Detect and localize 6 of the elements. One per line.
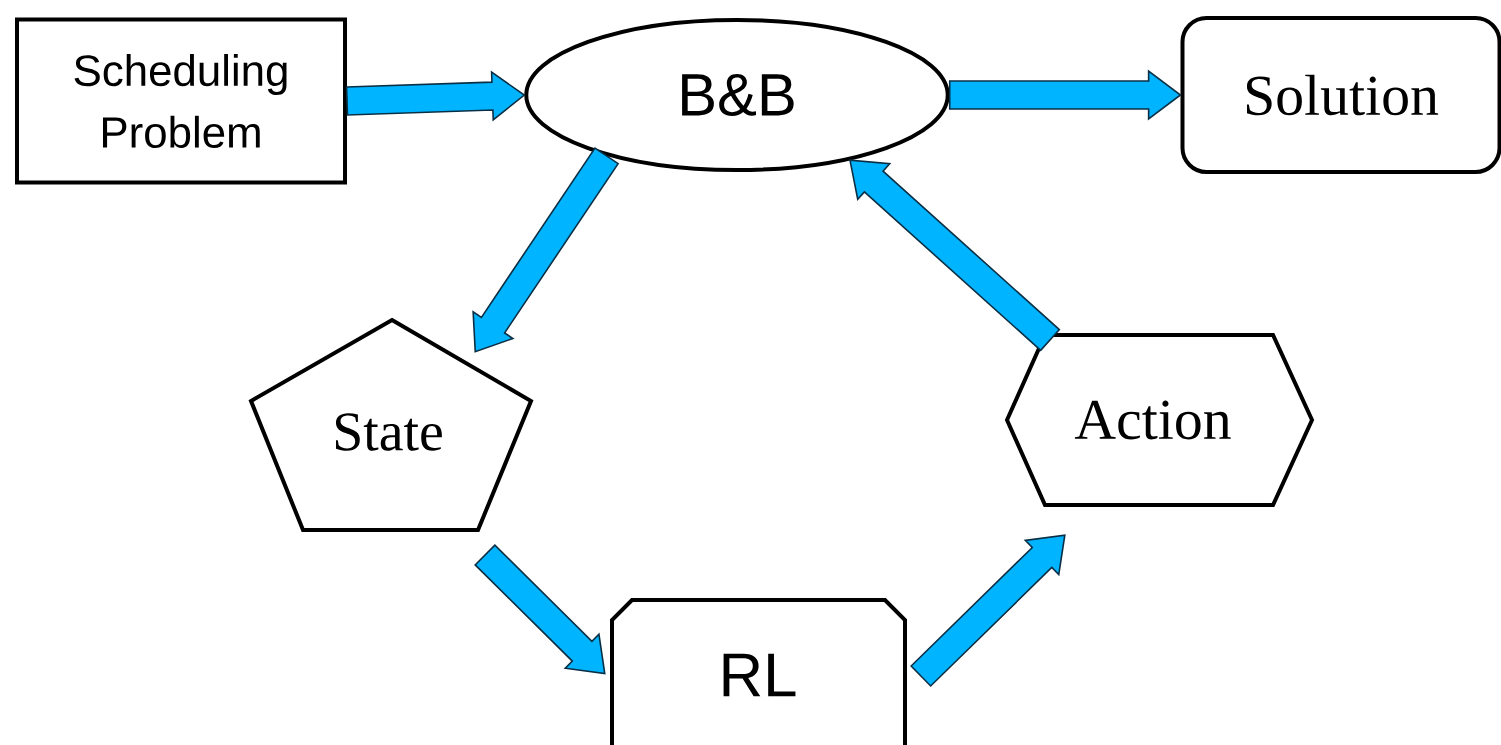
rounded-box: Solution <box>1180 16 1501 174</box>
block-arrow <box>345 70 526 122</box>
chamfered-box: RL <box>610 598 907 745</box>
block-arrow <box>849 159 1061 352</box>
block-arrow <box>948 69 1182 121</box>
process-box: Scheduling Problem <box>15 17 347 185</box>
